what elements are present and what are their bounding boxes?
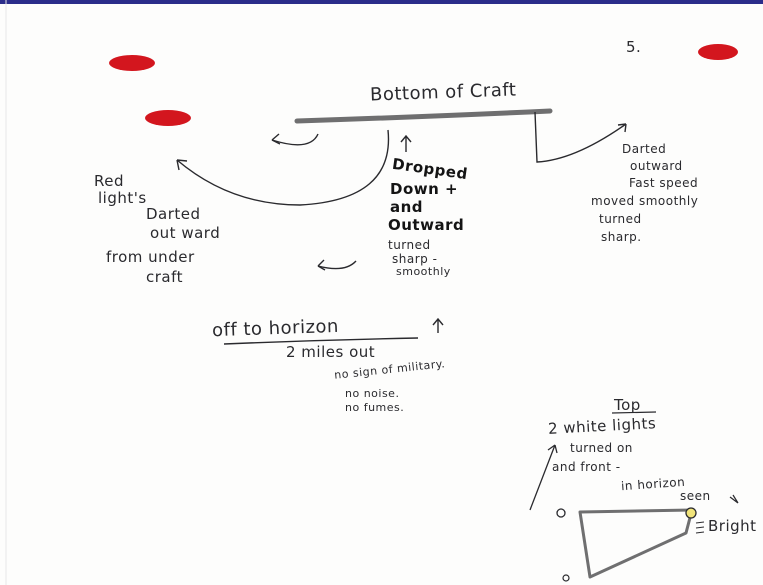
bright-marks (695, 521, 705, 534)
horizon-underline (223, 337, 419, 345)
red-light-right (698, 44, 738, 60)
white-light-arrow (529, 444, 556, 511)
red-light-left (145, 110, 191, 126)
center-note-line: Down + (390, 180, 459, 198)
craft-top-shape (578, 508, 694, 579)
horizon-note: no noise. (345, 387, 400, 400)
up-arrow-horizon (432, 317, 444, 333)
top-section-line: turned on (570, 441, 633, 455)
right-note-line: sharp. (601, 230, 642, 244)
turn-arrow (317, 260, 357, 270)
left-note-line: from under (106, 248, 195, 266)
white-light-arrowhead (547, 444, 558, 454)
right-note-line: outward (630, 159, 683, 173)
left-note-line: out ward (150, 224, 221, 242)
center-note-line: Outward (388, 216, 465, 234)
right-bent-arrowhead (617, 123, 627, 133)
red-light-top-left (109, 55, 155, 71)
small-curve-arrow (271, 133, 319, 146)
left-note-line: Darted (146, 205, 201, 223)
horizon-distance: 2 miles out (286, 343, 376, 361)
left-light-dot (556, 508, 566, 518)
page-number: 5. (626, 38, 642, 56)
left-note-line: Red (94, 172, 124, 190)
horizon-title: off to horizon (211, 315, 340, 342)
right-note-line: Darted (622, 142, 667, 156)
top-section-line: seen (680, 489, 711, 503)
right-note-line: Fast speed (629, 176, 699, 190)
bright-label: Bright (708, 517, 757, 535)
up-arrow-center (400, 134, 412, 152)
turn-arrowhead (317, 259, 326, 271)
right-bent-arrow (534, 111, 627, 163)
big-arc-arrow (176, 129, 390, 206)
right-light-dot (685, 507, 697, 519)
page-top-border (0, 0, 763, 4)
craft-bottom-bar (294, 108, 553, 124)
left-note-line: craft (146, 268, 184, 286)
top-section-line: and front - (552, 460, 621, 474)
center-note-line: and (390, 198, 424, 216)
big-arc-arrowhead (176, 159, 188, 171)
bottom-light-dot (562, 574, 570, 582)
right-note-line: turned (599, 212, 642, 226)
left-note-line: light's (98, 189, 147, 207)
center-sub-line: sharp - (392, 252, 438, 266)
horizon-note: no fumes. (345, 401, 405, 414)
seen-arrow (729, 494, 739, 504)
right-note-line: moved smoothly (591, 194, 699, 208)
top-underline (611, 411, 657, 414)
top-section-title: Top (614, 396, 641, 414)
small-curve-arrowhead (271, 133, 281, 145)
center-sub-line: turned (388, 238, 431, 252)
center-sub-line: smoothly (396, 265, 451, 278)
